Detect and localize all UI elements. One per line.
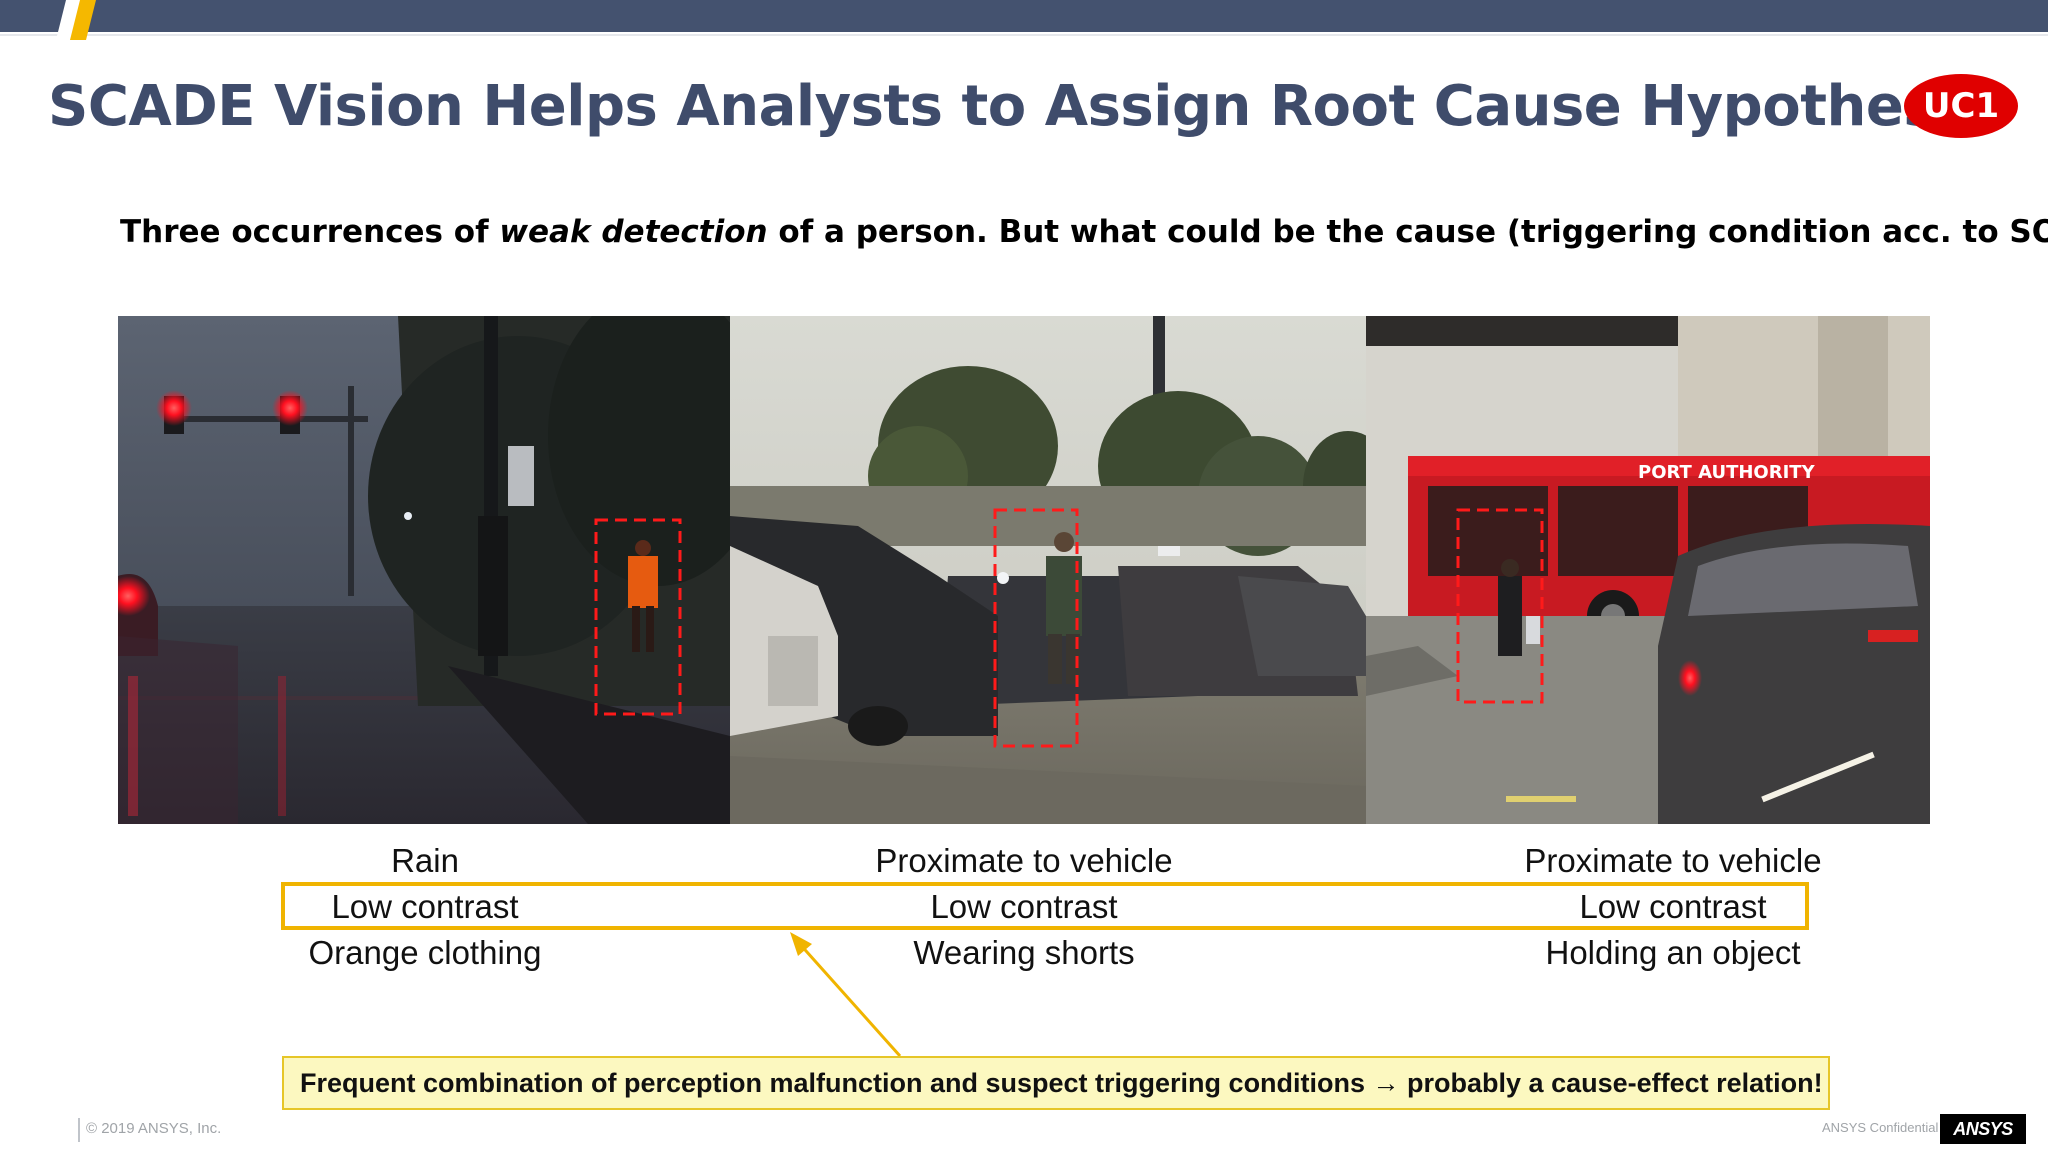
subtitle-text-before: Three occurrences of [120, 214, 500, 250]
subtitle-text-after: of a person. But what could be the cause… [767, 214, 2048, 250]
page-subtitle: Three occurrences of weak detection of a… [120, 214, 2048, 250]
detection-box [1456, 508, 1544, 704]
pointer-arrow [790, 932, 902, 1058]
conclusion-callout: Frequent combination of perception malfu… [282, 1056, 1830, 1110]
footer-divider [78, 1118, 80, 1142]
ansys-logo: ANSYS [1940, 1114, 2026, 1144]
condition-label: Wearing shorts [913, 934, 1135, 971]
condition-label: Orange clothing [308, 934, 542, 971]
detection-box [993, 508, 1079, 748]
condition-label: Proximate to vehicle [1524, 842, 1822, 879]
subtitle-emphasis: weak detection [499, 214, 768, 250]
condition-label: Rain [391, 842, 459, 879]
confidential-label: ANSYS Confidential [1822, 1120, 1939, 1135]
condition-label: Low contrast [331, 888, 519, 925]
scene-photo-rain [118, 316, 768, 824]
scene-photo-parking [730, 316, 1393, 824]
condition-label: Holding an object [1545, 934, 1801, 971]
conditions-scene-2: Proximate to vehicle Low contrast Wearin… [764, 838, 1284, 976]
bus-sign-text: PORT AUTHORITY [1638, 462, 1816, 483]
scene-photo-bus: PORT AUTHORITY [1366, 316, 1930, 824]
accent-stripe [56, 0, 96, 40]
photo-strip: PORT AUTHORITY [118, 316, 1930, 824]
condition-label: Low contrast [1579, 888, 1767, 925]
header-divider [0, 34, 2048, 36]
conditions-scene-1: Rain Low contrast Orange clothing [165, 838, 685, 976]
conditions-scene-3: Proximate to vehicle Low contrast Holdin… [1413, 838, 1933, 976]
use-case-badge: UC1 [1904, 74, 2018, 138]
copyright-text: © 2019 ANSYS, Inc. [86, 1120, 222, 1137]
common-condition-highlight [281, 882, 1809, 930]
header-bar [0, 0, 2048, 32]
page-title: SCADE Vision Helps Analysts to Assign Ro… [48, 74, 2007, 139]
detection-box [594, 518, 682, 716]
condition-label: Proximate to vehicle [875, 842, 1173, 879]
condition-label: Low contrast [930, 888, 1118, 925]
